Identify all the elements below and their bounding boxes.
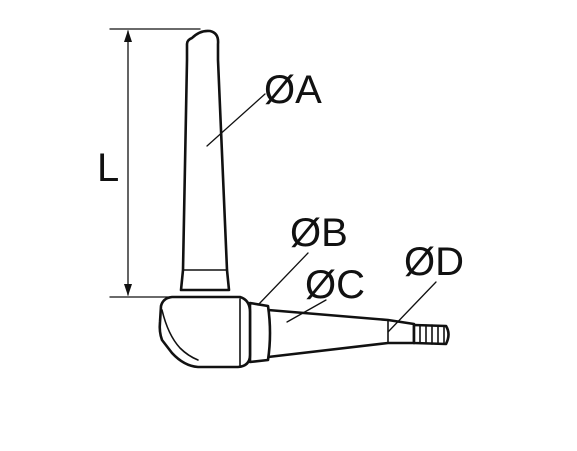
label-diameter-c: ØC [305,263,365,307]
label-diameter-b: ØB [290,211,348,255]
label-diameter-a: ØA [264,68,322,112]
vertical-shaft [179,29,231,292]
length-arrow-top [124,30,132,42]
leader-line-b [257,252,309,306]
threaded-end [412,323,450,346]
length-dimension: L [97,28,201,298]
leader-line-c [286,299,327,323]
leader-line-a [206,93,266,147]
label-diameter-d: ØD [404,240,464,284]
length-label: L [97,146,119,190]
label-diameter-d-group: ØD [387,240,464,333]
label-diameter-a-group: ØA [206,68,322,147]
length-arrow-bottom [124,284,132,296]
horizontal-spindle [266,308,416,359]
leader-line-d [387,281,437,333]
label-diameter-b-group: ØB [257,211,348,306]
knuckle-body [158,295,252,369]
label-diameter-c-group: ØC [286,263,365,323]
collar-ring [248,301,272,364]
